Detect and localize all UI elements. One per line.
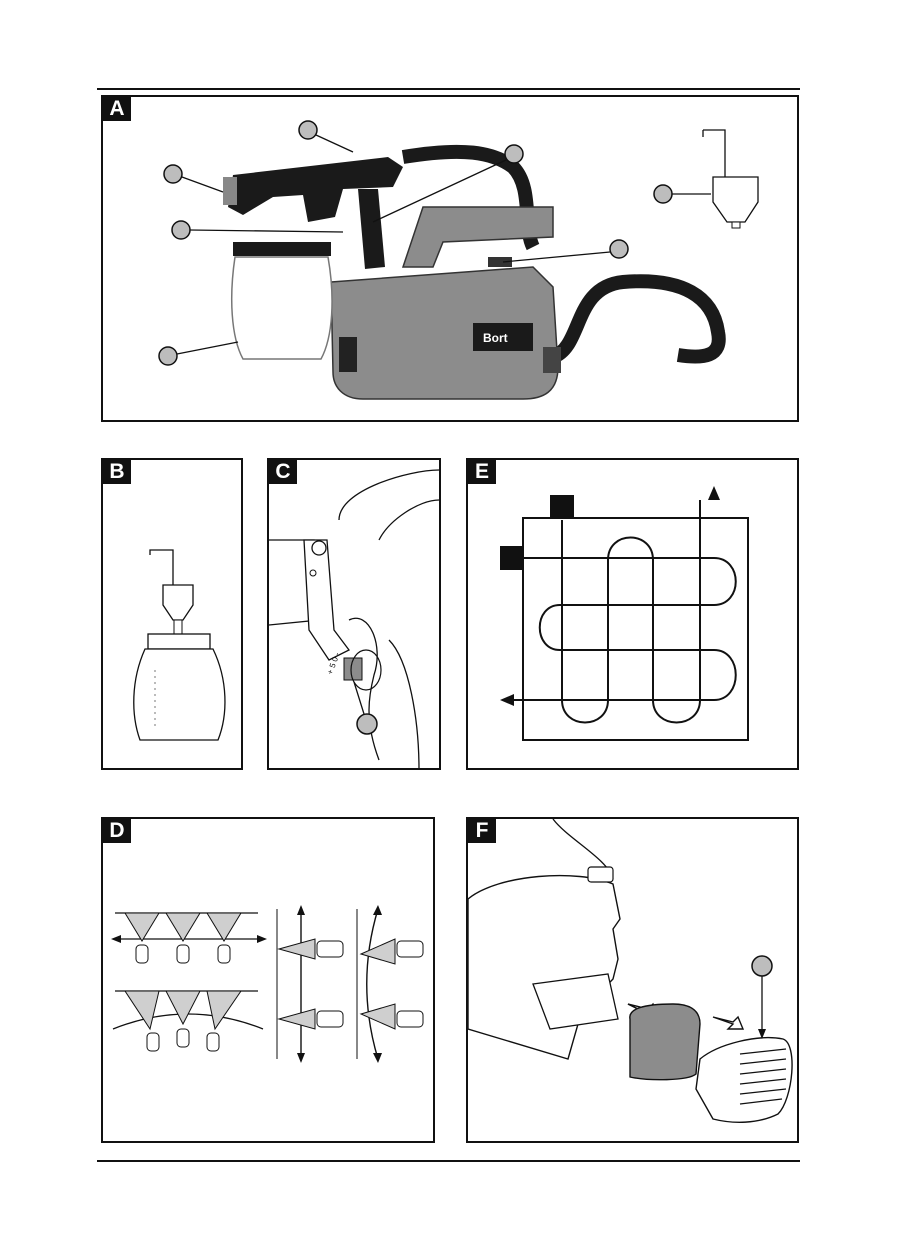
figure-c: C + 5 0 - — [267, 458, 441, 770]
viscosity-cup — [163, 585, 193, 620]
vertical-path — [562, 500, 700, 723]
container-lid — [233, 242, 331, 256]
figure-e-label: E — [468, 460, 496, 484]
paint-container — [232, 257, 332, 359]
arrow-up — [708, 486, 720, 500]
figure-e: E — [466, 458, 799, 770]
bottom-rule — [97, 1160, 800, 1162]
spray-system-illustration: Bort — [103, 97, 799, 422]
lower-hose — [553, 281, 719, 357]
figure-f-label: F — [468, 819, 496, 843]
spray-technique-illustration — [103, 819, 435, 1143]
arrow-2 — [713, 1017, 743, 1029]
top-rule — [97, 88, 800, 90]
start-marker-left — [500, 546, 524, 570]
work-surface — [523, 518, 748, 740]
horizontal-path — [506, 558, 736, 700]
figure-d-label: D — [103, 819, 131, 843]
figure-a: A Bort — [101, 95, 799, 422]
gun-handle — [358, 189, 385, 269]
base-handle — [403, 207, 553, 267]
figure-a-label: A — [103, 97, 131, 121]
figure-d: D — [101, 817, 435, 1143]
air-filter-replacement-illustration — [468, 819, 799, 1143]
hose-connector — [543, 347, 561, 373]
start-marker-top — [550, 495, 574, 519]
filter — [630, 1004, 700, 1080]
viscosity-check-illustration — [103, 460, 243, 770]
figure-b: B — [101, 458, 243, 770]
spray-pattern-illustration — [468, 460, 799, 770]
callout — [357, 714, 377, 734]
container — [134, 649, 225, 740]
callout — [752, 956, 772, 976]
material-flow-adjust-illustration: + 5 0 - — [269, 460, 441, 770]
base-housing — [468, 876, 620, 1059]
arrow-left — [500, 694, 514, 706]
figure-f: F — [466, 817, 799, 1143]
viscosity-cup-icon — [703, 130, 758, 228]
brand-text: Bort — [483, 331, 508, 345]
base-vent — [339, 337, 357, 372]
nozzle — [223, 177, 237, 205]
figure-b-label: B — [103, 460, 131, 484]
container-lid — [148, 634, 210, 649]
trigger — [304, 540, 349, 660]
figure-c-label: C — [269, 460, 297, 484]
